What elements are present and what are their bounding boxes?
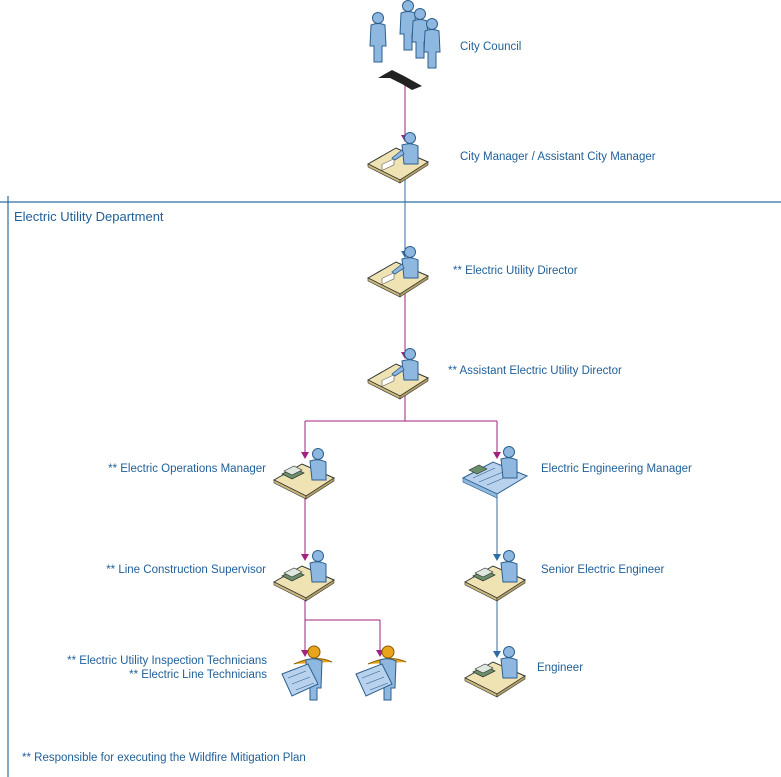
desk-computer-worker-icon xyxy=(464,550,526,602)
hardhat-worker-icon xyxy=(355,645,407,701)
node-senior-electric-engineer: Senior Electric Engineer xyxy=(541,564,665,576)
desk-computer-worker-icon xyxy=(464,646,526,698)
node-operations-manager: ** Electric Operations Manager xyxy=(108,463,266,475)
people-group-icon xyxy=(369,0,441,90)
node-city-manager: City Manager / Assistant City Manager xyxy=(460,151,656,163)
desk-worker-icon xyxy=(367,348,429,400)
footnote: ** Responsible for executing the Wildfir… xyxy=(22,752,306,764)
node-engineer: Engineer xyxy=(537,662,584,674)
desk-computer-worker-icon xyxy=(273,448,335,500)
node-line-construction-supervisor: ** Line Construction Supervisor xyxy=(106,564,266,576)
node-electric-utility-director: ** Electric Utility Director xyxy=(453,265,578,277)
department-label: Electric Utility Department xyxy=(14,209,164,224)
connector-assistant-split xyxy=(305,395,497,422)
desk-worker-icon xyxy=(367,246,429,298)
desk-worker-icon xyxy=(367,132,429,184)
node-engineering-manager: Electric Engineering Manager xyxy=(541,463,692,475)
node-line-technicians: ** Electric Line Technicians xyxy=(129,669,267,681)
node-assistant-director: ** Assistant Electric Utility Director xyxy=(448,365,622,377)
hardhat-worker-icon xyxy=(281,645,333,701)
desk-computer-worker-icon xyxy=(273,550,335,602)
connector-supervisor-split xyxy=(304,597,380,621)
engineering-desk-worker-icon xyxy=(462,446,528,499)
node-inspection-technicians: ** Electric Utility Inspection Technicia… xyxy=(67,655,267,667)
node-city-council: City Council xyxy=(460,41,522,53)
